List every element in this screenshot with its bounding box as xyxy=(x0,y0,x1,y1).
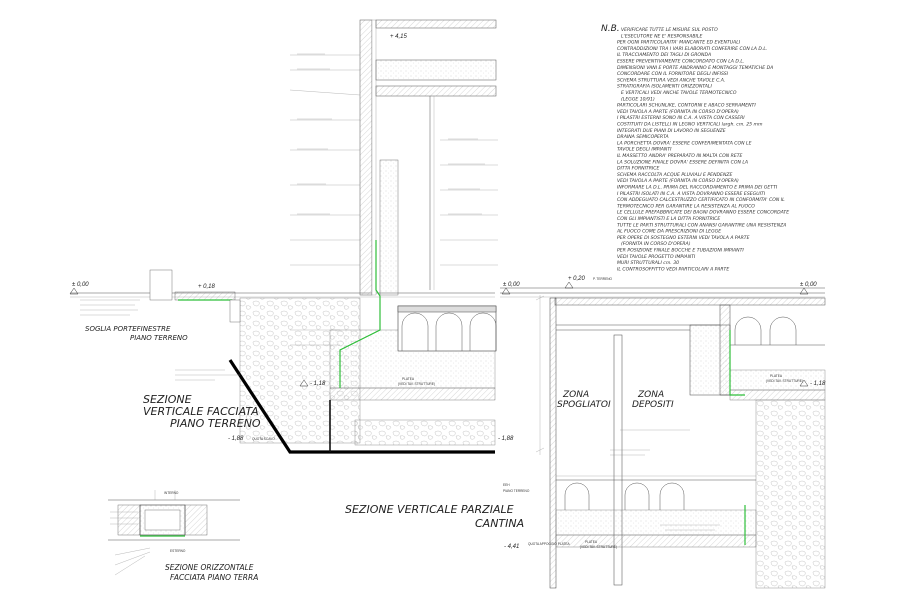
platea-label: PLATEA xyxy=(402,377,415,381)
facade-section: ± 0,00 + 4,15 + 0,18 - 1,18 - 1,88 QUOTA… xyxy=(69,19,498,454)
level-label: + 4,15 xyxy=(390,34,408,40)
level-label: ± 0,00 xyxy=(503,282,520,288)
level-marker: - 4,41 QUOTA APPOGGIO PLATEA xyxy=(504,542,571,550)
facade-title-line-1: SEZIONE xyxy=(143,393,192,406)
level-marker: - 1,18 xyxy=(799,379,826,387)
note-line: VEDI TAVOLA A PARTE (FORNITA IN CORSO D'… xyxy=(617,178,739,184)
floor-code: EEH xyxy=(503,483,510,487)
note-line: LA SOLUZIONE FINALE DOVRA' ESSERE DEFINI… xyxy=(617,159,748,165)
level-marker: - 1,18 xyxy=(299,379,326,387)
note-line: TERMOTECNICO PER GARANTIRE LA RESISTENZA… xyxy=(617,203,755,209)
level-marker: ± 0,00 xyxy=(69,282,89,295)
platea-note: (VEDI TAV. STRUTTURE) xyxy=(766,379,803,383)
note-line: PER OPERE DI SOSTEGNO ESTERNI VEDI TAVOL… xyxy=(617,235,750,241)
note-line: INTEGRATI DUE PIANI DI LAVORO IN SEGUENZ… xyxy=(617,128,726,134)
note-line: AL FUOCO COME DA PRESCRIZIONI DI LEGGE xyxy=(616,229,721,235)
note-line: ESSERE PREVENTIVAMENTE CONCORDATO CON LA… xyxy=(617,59,744,65)
platea-label: PLATEA xyxy=(585,540,598,544)
exterior-label: ESTERNO xyxy=(170,549,186,553)
zone-label: ZONA xyxy=(637,390,664,400)
note-line: STRATIGRAFIA ISOLAMENTI ORIZZONTALI xyxy=(617,84,712,90)
level-label: - 1,18 xyxy=(310,381,326,387)
level-label: - 4,41 xyxy=(504,544,519,550)
level-label: ± 0,00 xyxy=(800,282,817,288)
note-line: VEDI TAVOLE PROGETTO IMPIANTI xyxy=(617,254,696,260)
level-label: + 0,20 xyxy=(568,276,586,282)
note-line: DITTA FORNITRICE xyxy=(617,166,659,172)
note-line: LE CELLULE PREFABBRICATE DEI BAGNI DOVRA… xyxy=(617,210,789,216)
note-line: TUTTE LE PARTI STRUTTURALI CON ANANSI GA… xyxy=(617,222,786,228)
note-line: PARTICOLARI SCHUNLIKE, CONTORNI E ABACO … xyxy=(617,103,756,109)
floor-name: PIANO TERRENO xyxy=(503,489,530,493)
level-note: P. TERRENO xyxy=(593,277,613,281)
note-line: I PILASTRI ESTERNI SONO IN C.A. A VISTA … xyxy=(617,115,745,121)
note-line: E VERTICALI VEDI ANCHE TAVOLE TERMOTECNI… xyxy=(621,90,737,96)
partial-title-line-1: SEZIONE VERTICALE PARZIALE xyxy=(345,503,514,516)
level-marker: + 0,18 xyxy=(198,284,216,290)
note-line: SCHEMA RACCOLTA ACQUE PLUVIALI E PENDENZ… xyxy=(617,172,733,178)
facade-title-line-2: VERTICALE FACCIATA xyxy=(143,405,259,418)
platea-label: PLATEA xyxy=(770,374,783,378)
note-line: (LEGGE 10/91) xyxy=(621,96,655,102)
note-line: DIMENSIONI VANI E PORTE ANDRANNO E MONTA… xyxy=(617,65,773,71)
note-line: COSTITUITI DA LISTELLI IN LEGNO VERTICAL… xyxy=(617,122,763,128)
partial-title-line-2: CANTINA xyxy=(475,517,524,530)
note-line: INFORMARE LA D.L. PRIMA DEL RACCORDAMENT… xyxy=(617,185,778,191)
platea-note: (VEDI TAV. STRUTTURE) xyxy=(398,382,435,386)
level-marker: - 1,88 QUOTA SCAVO xyxy=(228,436,275,442)
soglia-title-line-1: SOGLIA PORTEFINESTRE xyxy=(85,325,171,333)
note-line: (FORNITA IN CORSO D'OPERA) xyxy=(621,241,691,247)
level-marker: ± 0,00 xyxy=(799,282,817,295)
level-marker: ± 0,00 xyxy=(501,282,520,295)
note-line: LA PORCHETTA DOVRA' ESSERE CONFERIMENTAT… xyxy=(617,140,752,146)
horizontal-title-line-1: SEZIONE ORIZZONTALE xyxy=(165,563,254,572)
notes-list: VERIFICARE TUTTE LE MISURE SUL POSTOL'ES… xyxy=(616,27,789,272)
note-line: MURI STRUTTURALI cm. 30 xyxy=(617,260,679,266)
platea-note: (VEDI TAV. STRUTTURE) xyxy=(580,545,617,549)
notes-heading: N.B. xyxy=(601,24,620,34)
horizontal-section: INTERNO ESTERNO SEZIONE ORIZZONTALE FACC… xyxy=(108,490,258,582)
note-line: IL MASSETTO ANDRA' PREPARATO IN MALTA CO… xyxy=(617,153,743,159)
note-line: IL CONTROSOFFITTO VEDI PARTICOLARI A PAR… xyxy=(617,266,729,272)
zone-label: SPOGLIATOI xyxy=(557,400,611,410)
horizontal-title-line-2: FACCIATA PIANO TERRA xyxy=(170,573,258,582)
facade-title-line-3: PIANO TERRENO xyxy=(170,417,261,430)
note-line: TAVOLE DEGLI IMPIANTI xyxy=(617,147,672,153)
level-note: QUOTA APPOGGIO PLATEA xyxy=(528,542,571,546)
note-line: CON ADDEGUATO CALCESTRUZZO CERTIFICATO I… xyxy=(617,197,785,203)
level-marker: + 0,20 P. TERRENO xyxy=(564,276,613,289)
zone-label: ZONA xyxy=(562,390,589,400)
note-line: I PILASTRI ISOLATI IN C.A. A VISTA DOVRA… xyxy=(617,191,766,197)
note-line: PER POSIZIONE FINALE BOCCHE E TUBAZIONI … xyxy=(617,248,744,254)
note-line: SCHEMA STRUTTURA VEDI ANCHE TAVOLE C.A. xyxy=(617,77,725,83)
level-marker: + 4,15 xyxy=(390,34,408,40)
level-label: ± 0,00 xyxy=(72,282,89,288)
partial-section: ± 0,00 ± 0,00 + 0,20 P. TERRENO - 1,18 -… xyxy=(345,276,826,589)
level-label: - 1,88 xyxy=(228,436,244,442)
zone-label: DEPOSITI xyxy=(632,400,674,410)
note-line: CON GLI IMPIANTISTI E LA DITTA FORNITRIC… xyxy=(617,216,720,222)
level-label: - 1,88 xyxy=(498,436,514,442)
note-line: IL TRACCIAMENTO DEI TAGLI DI GRONDA xyxy=(617,52,711,58)
interior-label: INTERNO xyxy=(164,491,179,495)
level-marker: - 1,88 xyxy=(498,436,514,442)
level-label: + 0,18 xyxy=(198,284,216,290)
note-line: CONCORDARE CON IL FORNITORE DEGLI INFISS… xyxy=(617,71,729,77)
soglia-title-line-2: PIANO TERRENO xyxy=(130,334,188,342)
note-line: VEDI TAVOLA A PARTE (FORNITA IN CORSO D'… xyxy=(617,109,739,115)
note-line: DRAINA SEMICOPERTA xyxy=(617,134,669,140)
note-line: CONTRADDIZIONI TRA I VARI ELABORATI CONF… xyxy=(617,46,767,52)
note-line: VERIFICARE TUTTE LE MISURE SUL POSTO xyxy=(621,27,718,33)
level-label: - 1,18 xyxy=(810,381,826,387)
general-notes: N.B. VERIFICARE TUTTE LE MISURE SUL POST… xyxy=(601,24,789,272)
level-note: QUOTA SCAVO xyxy=(252,437,275,441)
note-line: PER OGNI PARTICOLARITA' MANCANTE ED EVEN… xyxy=(617,40,741,46)
note-line: L'ESECUTORE NE E' RESPONSABILE xyxy=(621,33,702,39)
